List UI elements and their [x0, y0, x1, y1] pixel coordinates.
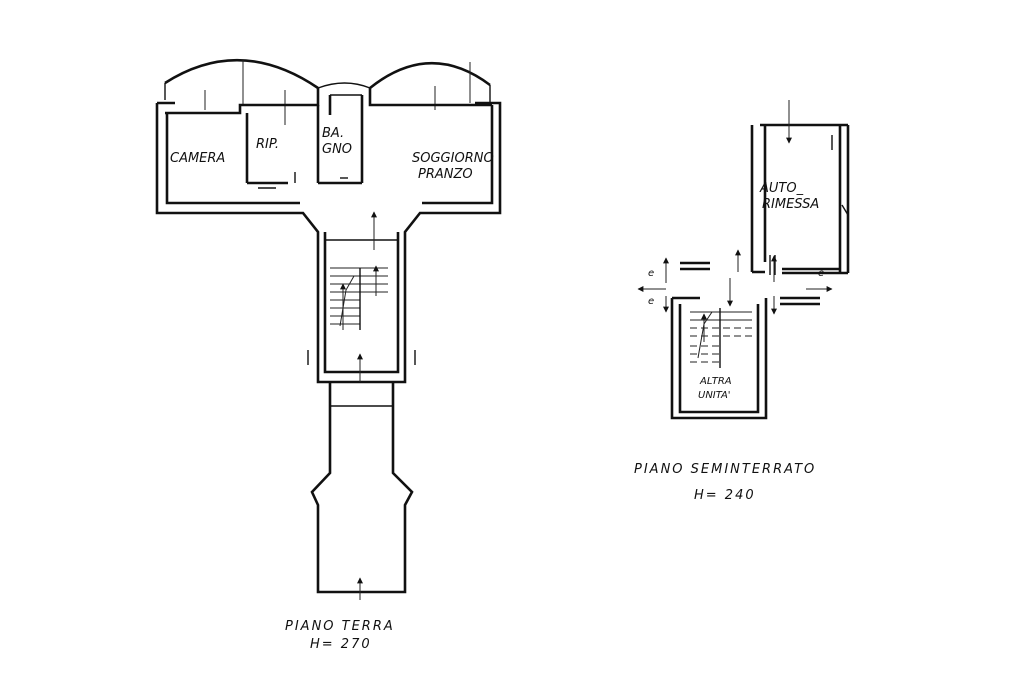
room-label-rimessa: RIMESSA — [762, 197, 819, 212]
svg-text:e: e — [818, 268, 824, 279]
svg-text:e: e — [648, 268, 654, 279]
room-label-rip: RIP. — [256, 137, 279, 152]
garage-outline — [750, 123, 850, 275]
room-label-bagno-1: BA. — [322, 126, 344, 141]
room-label-camera: CAMERA — [170, 151, 225, 166]
room-label-bagno-2: GNO — [322, 142, 352, 157]
room-label-soggiorno: SOGGIORNO — [412, 151, 494, 166]
room-label-pranzo: PRANZO — [418, 167, 473, 182]
svg-text:e: e — [648, 296, 654, 307]
basement-height: H= 240 — [694, 488, 756, 503]
basement-plan: e e e AUTO_ RIMESSA ALTRA UNITA' PIANO S… — [634, 100, 850, 503]
ground-stairs — [330, 265, 388, 330]
room-label-auto: AUTO_ — [759, 181, 804, 196]
ground-floor-title: PIANO TERRA — [285, 619, 395, 634]
room-label-altra: ALTRA — [699, 376, 732, 387]
basement-stairs — [690, 308, 752, 368]
basement-title: PIANO SEMINTERRATO — [634, 462, 816, 477]
basement-stair-box — [670, 298, 768, 420]
entrance-path-outline — [310, 382, 414, 594]
balcony-left-curve — [164, 58, 319, 90]
room-label-unita: UNITA' — [698, 390, 731, 401]
apartment-outer-wall — [155, 101, 502, 384]
balcony-right-curve — [369, 61, 491, 90]
ground-floor-plan: CAMERA RIP. BA. GNO SOGGIORNO PRANZO PIA… — [155, 58, 502, 652]
ground-floor-height: H= 270 — [310, 637, 372, 652]
